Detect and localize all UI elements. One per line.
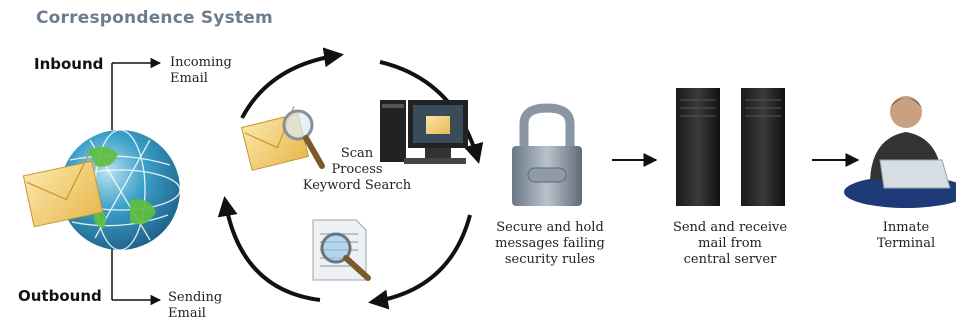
secure-line1: Secure and hold: [496, 220, 604, 235]
inmate-line1: Inmate: [882, 220, 930, 235]
send-line3: central server: [683, 252, 777, 267]
incoming-email-label: Incoming Email: [170, 55, 232, 86]
computer-icon: [380, 100, 468, 164]
secure-line2: messages failing: [495, 236, 605, 251]
page-title: Correspondence System: [36, 8, 273, 28]
magnifier-icon: [240, 106, 325, 171]
keyword-search-line: Keyword Search: [302, 178, 412, 193]
secure-hold-label: Secure and hold messages failing securit…: [480, 220, 620, 268]
user-laptop-icon: [844, 96, 956, 208]
outbound-connector: [111, 240, 162, 306]
secure-line3: security rules: [504, 252, 596, 267]
inbound-label: Inbound: [34, 55, 104, 73]
document-search-icon: [312, 219, 371, 281]
padlock-icon: [512, 103, 582, 206]
globe-icon: [59, 129, 181, 251]
server-icon: [676, 88, 785, 206]
outbound-label: Outbound: [18, 287, 102, 305]
inmate-line2: Terminal: [876, 236, 936, 251]
send-line1: Send and receive: [672, 220, 788, 235]
inmate-terminal-label: Inmate Terminal: [858, 220, 954, 252]
scan-process-label: Scan Process Keyword Search: [290, 146, 424, 194]
send-line2: mail from: [698, 236, 762, 251]
sending-email-label: Sending Email: [168, 290, 223, 321]
scan-line: Scan: [340, 146, 374, 161]
envelope-icon: [22, 153, 104, 228]
send-receive-label: Send and receive mail from central serve…: [660, 220, 800, 268]
inbound-connector: [111, 57, 162, 130]
process-cycle-arrows: [217, 47, 484, 310]
process-line: Process: [331, 162, 383, 177]
